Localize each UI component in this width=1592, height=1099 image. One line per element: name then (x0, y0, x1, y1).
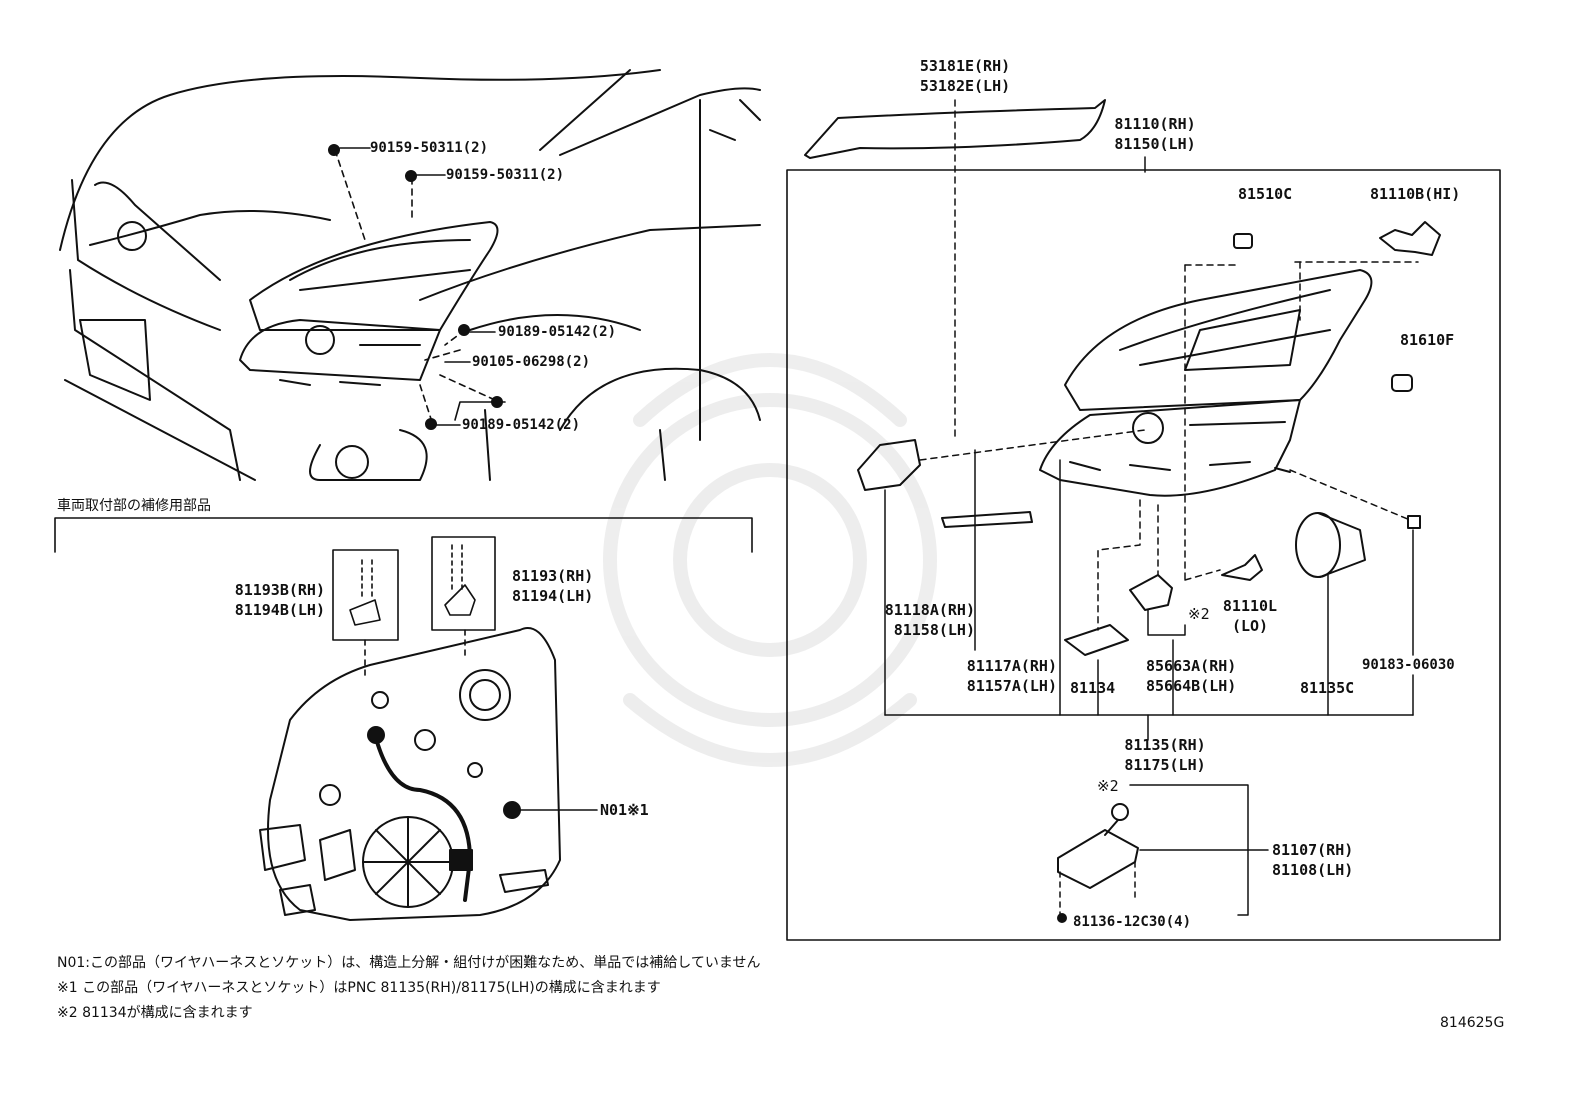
part-label[interactable]: 81136-12C30(4) (1073, 914, 1192, 930)
diagram-code: 814625G (1440, 1015, 1505, 1031)
part-label[interactable]: 81610F (1400, 331, 1455, 349)
bulb-81510C (1233, 233, 1253, 249)
part-label-note-mark: ※2 (1188, 605, 1210, 623)
part-label[interactable]: 90183-06030 (1362, 657, 1455, 673)
part-label[interactable]: 81107(RH) 81108(LH) (1272, 841, 1354, 879)
watermark-emblem (603, 353, 937, 767)
part-label[interactable]: 81117A(RH) 81157A(LH) (966, 657, 1057, 695)
part-label[interactable]: 81110B(HI) (1370, 185, 1461, 203)
fastener-label[interactable]: 90159-50311(2) (370, 140, 489, 156)
fastener-label[interactable]: 90105-06298(2) (472, 354, 591, 370)
section-title: 車両取付部の補修用部品 (57, 498, 211, 514)
part-label[interactable]: 81510C (1238, 185, 1293, 203)
fastener-label[interactable]: 90189-05142(2) (498, 324, 617, 340)
part-label[interactable]: 85663A(RH) 85664B(LH) (1146, 657, 1237, 695)
headlamp-rear-view (259, 627, 561, 921)
installed-headlamp (239, 221, 499, 386)
cover-81135C (1295, 512, 1366, 578)
headlamp-unit (1039, 269, 1373, 497)
fastener-label[interactable]: 90189-05142(2) (462, 417, 581, 433)
bracket-81117A (941, 511, 1033, 528)
part-label[interactable]: 81193B(RH) 81194B(LH) (234, 581, 325, 619)
part-label[interactable]: 81118A(RH) 81158(LH) (884, 601, 975, 639)
ballast-81107 (1057, 803, 1139, 923)
bracket-81118A (857, 439, 921, 491)
bulb-81110B (1379, 221, 1441, 256)
note-1: ※1 この部品（ワイヤハーネスとソケット）はPNC 81135(RH)/8117… (57, 980, 661, 996)
clip-90183 (1407, 515, 1421, 529)
part-label[interactable]: 53181E(RH) 53182E(LH) (919, 57, 1011, 95)
garnish-53181E (804, 99, 1106, 159)
note-2: ※2 81134が構成に含まれます (57, 1005, 253, 1021)
bulb-81110L (1221, 554, 1263, 581)
repair-parts-frame (54, 517, 753, 553)
part-label[interactable]: 81135C (1300, 679, 1355, 697)
part-label[interactable]: 81193(RH) 81194(LH) (512, 567, 594, 605)
vehicle-leader-lines (334, 149, 496, 423)
ballast-85663A (1129, 574, 1173, 611)
vehicle-label-lines (339, 147, 506, 426)
part-label[interactable]: 81134 (1070, 679, 1116, 697)
fastener-label[interactable]: 90159-50311(2) (446, 167, 565, 183)
note-n01: N01:この部品（ワイヤハーネスとソケット）は、構造上分解・組付けが困難なため、… (57, 955, 761, 971)
assembly-solid-leaders (884, 156, 1414, 916)
bulb-81610F (1391, 374, 1413, 392)
fastener-icons (328, 144, 503, 430)
vehicle-front-illustration (59, 69, 761, 481)
part-label[interactable]: 81110L (LO) (1222, 597, 1278, 635)
part-label-note-mark: ※2 (1097, 777, 1119, 795)
assembly-dashed-leaders (919, 99, 1419, 631)
part-label-n01[interactable]: N01※1 (600, 801, 649, 819)
part-label[interactable]: 81135(RH) 81175(LH) (1124, 736, 1206, 774)
part-label[interactable]: 81110(RH) 81150(LH) (1114, 115, 1196, 153)
bracket-boxes (332, 536, 496, 681)
gasket-81134 (1064, 624, 1129, 656)
assembly-frame (786, 169, 1501, 941)
